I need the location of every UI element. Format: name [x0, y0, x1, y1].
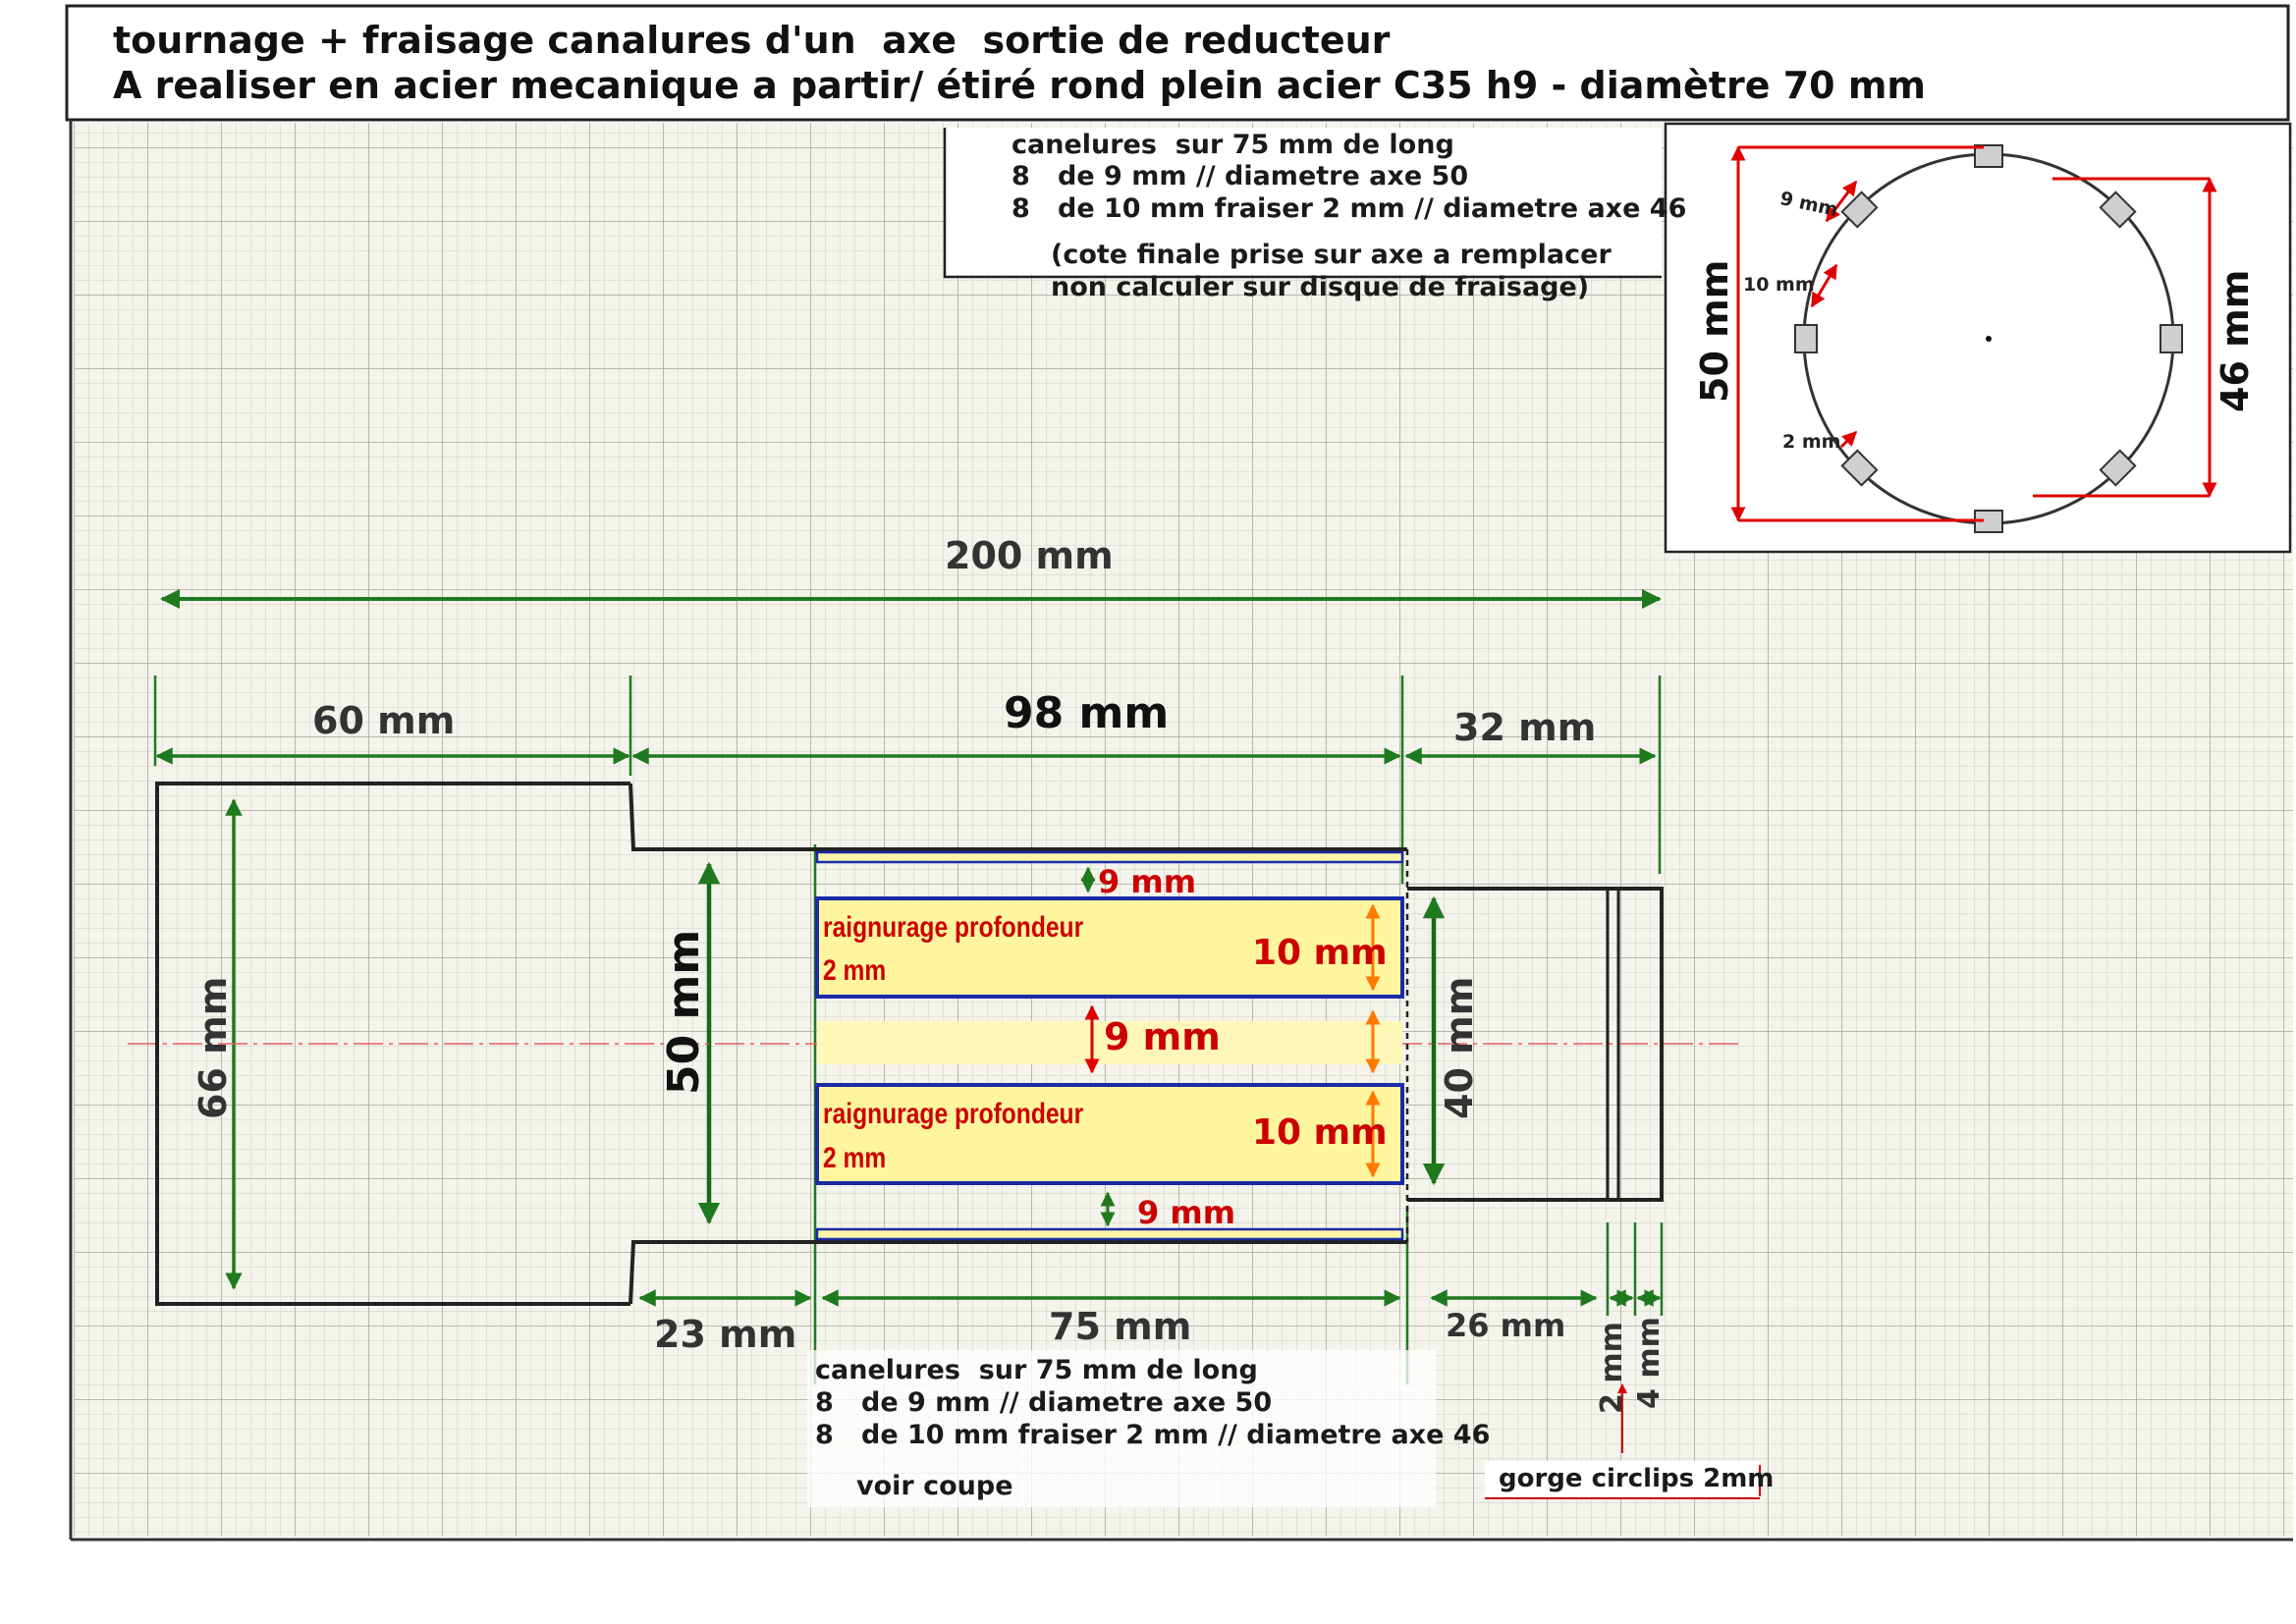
spline-groove-lower [815, 1083, 1404, 1185]
dim-40-label: 40 mm [1438, 976, 1481, 1119]
section-dia-46-label: 46 mm [2214, 269, 2257, 412]
dim-50-label: 50 mm [659, 929, 709, 1095]
bottom-note-line-4: voir coupe [856, 1471, 1013, 1501]
bottom-note-line-3: 8 de 10 mm fraiser 2 mm // diametre axe … [815, 1420, 1491, 1450]
dim-60-label: 60 mm [312, 699, 456, 742]
bottom-note-line-1: canelures sur 75 mm de long [815, 1355, 1258, 1385]
section-width-10-label: 10 mm [1743, 274, 1815, 296]
dim-26-label: 26 mm [1446, 1307, 1566, 1344]
dim-66-label: 66 mm [191, 976, 235, 1119]
groove-lower-label-2: 2 mm [823, 1142, 887, 1174]
top-note-line-1: canelures sur 75 mm de long [1011, 130, 1454, 160]
spline-region [815, 850, 1404, 1241]
top-note-line-3: 8 de 10 mm fraiser 2 mm // diametre axe … [1011, 193, 1687, 224]
dim-200-label: 200 mm [945, 534, 1114, 577]
header-box [65, 4, 2290, 122]
section-dimension-lines [1730, 145, 2217, 522]
dim-23-label: 23 mm [654, 1313, 797, 1356]
header-line-2: A realiser en acier mecanique a partir/ … [113, 64, 1927, 107]
header-line-1: tournage + fraisage canalures d'un axe s… [113, 19, 1391, 62]
dim-32-label: 32 mm [1453, 706, 1597, 749]
top-note-line-5: non calculer sur disque de fraisage) [1051, 272, 1590, 302]
dim-2-label: 2 mm [1595, 1322, 1629, 1414]
top-note-line-4: (cote finale prise sur axe a remplacer [1051, 240, 1612, 270]
spline-top-gap-label: 9 mm [1098, 863, 1197, 900]
section-depth-2-label: 2 mm [1782, 431, 1841, 453]
groove-upper-width-label: 10 mm [1252, 933, 1388, 973]
circlip-groove-label: gorge circlips 2mm [1499, 1464, 1775, 1493]
groove-upper-label-2: 2 mm [823, 954, 887, 987]
circlip-label-box [1485, 1383, 1761, 1499]
groove-upper-label-1: raignurage profondeur [823, 911, 1084, 944]
dim-4-label: 4 mm [1632, 1317, 1667, 1409]
spline-tooth-marks [1794, 144, 2183, 533]
spline-mid-gap-label: 9 mm [1104, 1015, 1221, 1058]
spline-bottom-gap-label: 9 mm [1137, 1194, 1236, 1231]
section-dia-50-label: 50 mm [1693, 259, 1736, 403]
spline-gap-arrows [1080, 866, 1381, 1227]
dim-75-label: 75 mm [1049, 1305, 1192, 1348]
cross-section-box [1664, 122, 2292, 554]
groove-lower-label-1: raignurage profondeur [823, 1098, 1084, 1130]
groove-lower-width-label: 10 mm [1252, 1112, 1388, 1153]
shaft-outline [155, 782, 1664, 1306]
top-note-box [943, 128, 1662, 279]
dim-98-label: 98 mm [1004, 688, 1170, 738]
spline-groove-upper [815, 896, 1404, 999]
top-note-line-2: 8 de 9 mm // diametre axe 50 [1011, 161, 1469, 191]
bottom-note-line-2: 8 de 9 mm // diametre axe 50 [815, 1387, 1273, 1418]
